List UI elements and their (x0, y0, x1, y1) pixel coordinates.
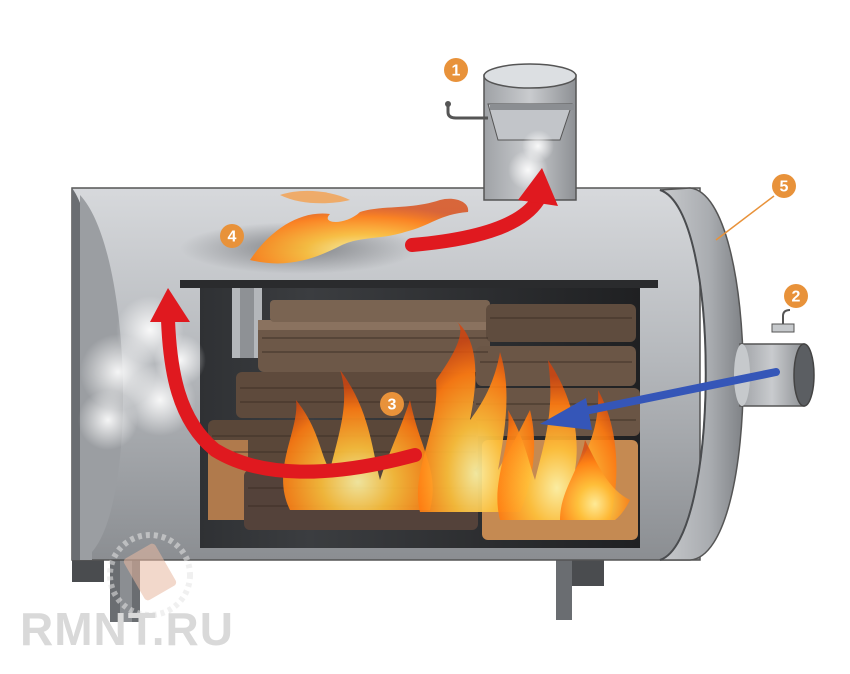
damper-handle (446, 104, 488, 120)
marker-5: 5 (772, 174, 796, 198)
hot-air-arrows (150, 168, 558, 479)
leader-lines (715, 195, 775, 241)
marker-4: 4 (220, 224, 244, 248)
marker-label: 3 (388, 397, 397, 414)
support-legs (72, 560, 604, 622)
watermark-logo-icon (107, 532, 193, 618)
baffle-plate (180, 280, 658, 288)
marker-circle (772, 174, 796, 198)
marker-3: 3 (380, 392, 404, 416)
cold-air-arrow (540, 368, 780, 430)
marker-1: 1 (444, 58, 468, 82)
marker-circle (220, 224, 244, 248)
marker-2: 2 (784, 284, 808, 308)
hot-air-arrow-upper (405, 193, 545, 252)
hot-air-arrow-main (161, 313, 422, 479)
marker-label: 5 (780, 179, 789, 196)
watermark: RMNT.RU (20, 532, 234, 655)
marker-circle (380, 392, 404, 416)
chimney-pipe (445, 63, 577, 201)
air-inlet-pipe (734, 309, 815, 407)
smoke-cloud (78, 296, 206, 450)
marker-circle (444, 58, 468, 82)
watermark-text: RMNT.RU (20, 603, 234, 655)
marker-label: 1 (452, 63, 461, 80)
marker-label: 2 (792, 289, 801, 306)
marker-circle (784, 284, 808, 308)
callout-markers: 1 2 3 4 5 (220, 58, 808, 416)
marker-label: 4 (228, 229, 237, 246)
